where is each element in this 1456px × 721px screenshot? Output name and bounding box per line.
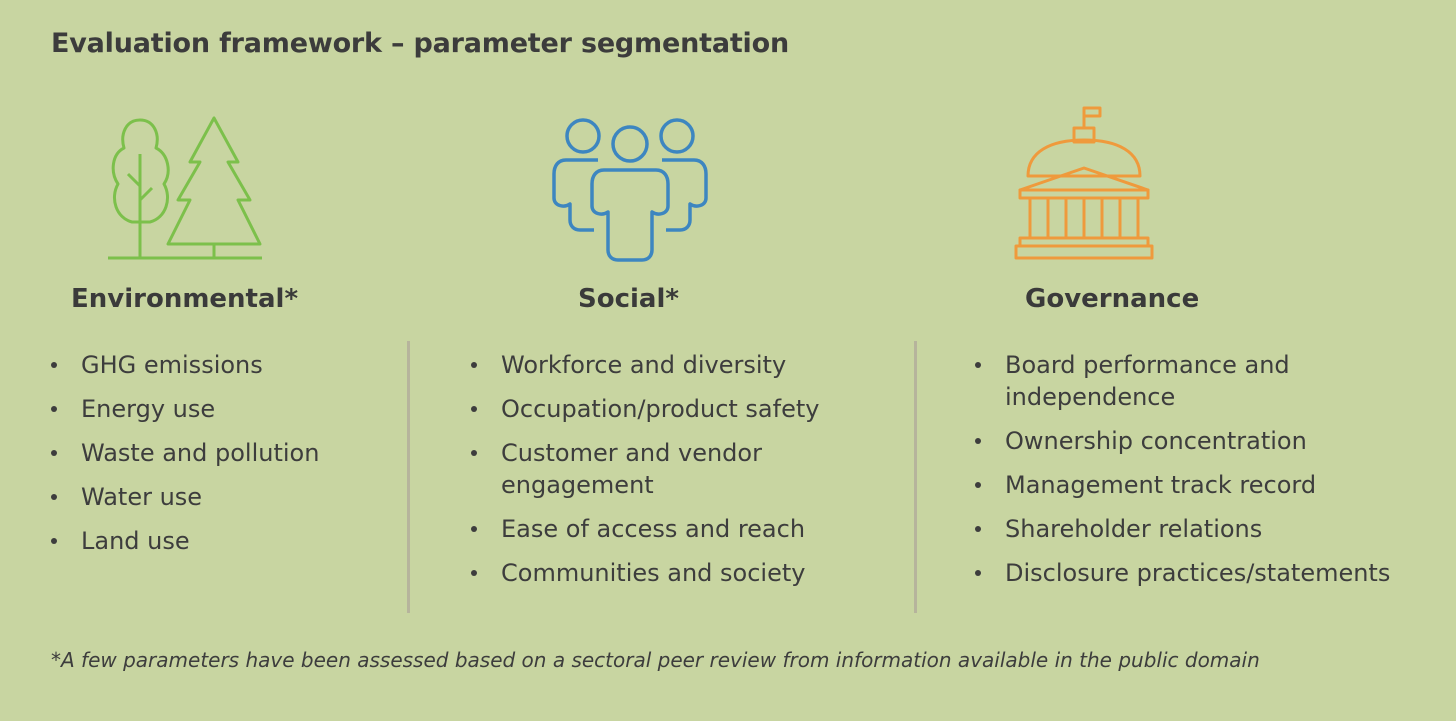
bullet xyxy=(975,438,981,444)
list-item: Land use xyxy=(51,525,391,557)
bullet xyxy=(975,362,981,368)
list-item: Communities and society xyxy=(471,557,871,589)
list-item: Water use xyxy=(51,481,391,513)
page-title: Evaluation framework – parameter segment… xyxy=(51,28,789,59)
list-item: Ownership concentration xyxy=(975,425,1445,457)
heading-environmental: Environmental* xyxy=(71,284,299,314)
list-item: Ease of access and reach xyxy=(471,513,871,545)
list-item: Workforce and diversity xyxy=(471,349,871,381)
bullet xyxy=(975,526,981,532)
column-divider xyxy=(914,341,917,613)
social-list: Workforce and diversity Occupation/produ… xyxy=(471,349,871,601)
heading-governance: Governance xyxy=(1025,284,1200,314)
bullet xyxy=(51,494,57,500)
bullet xyxy=(51,538,57,544)
people-group-icon xyxy=(552,118,708,262)
list-item: Board performance and independence xyxy=(975,349,1325,413)
list-item: Customer and vendor engagement xyxy=(471,437,811,501)
list-item: GHG emissions xyxy=(51,349,391,381)
bullet xyxy=(471,406,477,412)
trees-icon xyxy=(108,116,262,260)
bullet xyxy=(51,406,57,412)
bullet xyxy=(471,526,477,532)
bullet xyxy=(51,450,57,456)
bullet xyxy=(471,570,477,576)
footnote: *A few parameters have been assessed bas… xyxy=(51,648,1260,672)
list-item: Shareholder relations xyxy=(975,513,1445,545)
list-item: Waste and pollution xyxy=(51,437,391,469)
list-item: Disclosure practices/statements xyxy=(975,557,1445,589)
government-building-icon xyxy=(1014,106,1154,260)
list-item: Occupation/product safety xyxy=(471,393,871,425)
governance-list: Board performance and independence Owner… xyxy=(975,349,1445,601)
bullet xyxy=(51,362,57,368)
bullet xyxy=(975,482,981,488)
list-item: Energy use xyxy=(51,393,391,425)
bullet xyxy=(975,570,981,576)
environmental-list: GHG emissions Energy use Waste and pollu… xyxy=(51,349,391,569)
bullet xyxy=(471,450,477,456)
column-divider xyxy=(407,341,410,613)
heading-social: Social* xyxy=(578,284,679,314)
bullet xyxy=(471,362,477,368)
list-item: Management track record xyxy=(975,469,1445,501)
